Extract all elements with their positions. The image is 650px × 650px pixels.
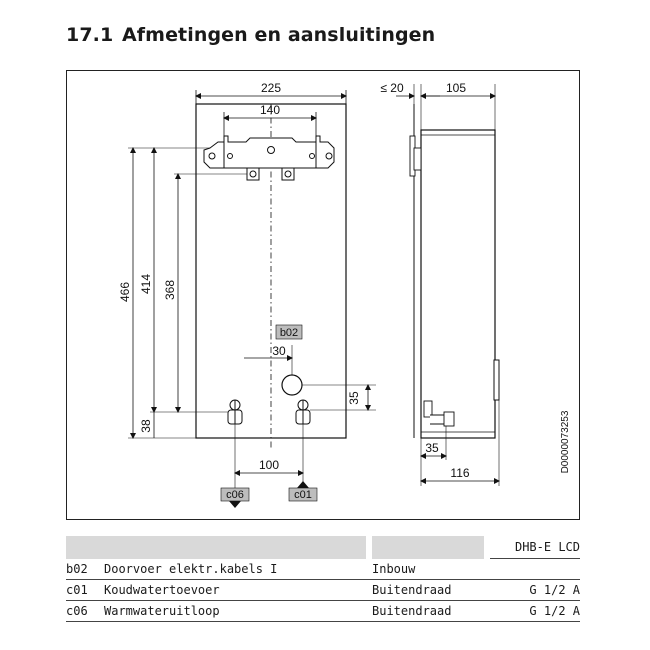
row-type: Inbouw	[372, 558, 484, 580]
dim-connection-spacing: 100	[234, 424, 304, 488]
side-display-knob	[493, 359, 500, 401]
dim-116-label: 116	[450, 466, 469, 480]
dim-466-label: 466	[118, 282, 132, 302]
row-value: G 1/2 A	[490, 579, 580, 601]
section-number: 17.1	[66, 24, 114, 46]
dim-bracket-width: 140	[223, 103, 317, 136]
dim-414-label: 414	[139, 274, 153, 294]
dim-wall-gap: ≤ 20	[380, 81, 440, 130]
drawing-id: D0000073253	[560, 410, 571, 473]
code-b02-label: b02	[280, 327, 298, 339]
table-row: b02 Doorvoer elektr.kabels I Inbouw	[66, 558, 580, 580]
row-value	[490, 558, 580, 580]
row-type: Buitendraad	[372, 600, 484, 622]
dim-side-depth: 105	[421, 81, 496, 130]
row-value: G 1/2 A	[490, 600, 580, 622]
dim-35-right-label: 35	[347, 391, 361, 405]
dim-width-total: 225	[195, 81, 347, 104]
cold-water-connection	[295, 399, 311, 425]
cable-entry-b02	[281, 374, 303, 396]
section-heading: 17.1 Afmetingen en aansluitingen	[66, 24, 435, 46]
code-c01-label: c01	[294, 489, 312, 501]
dim-38-label: 38	[139, 419, 153, 433]
header-blank-1	[66, 536, 366, 559]
dim-cable-offset-y: 35	[302, 384, 376, 411]
model-header: DHB-E LCD	[490, 536, 580, 559]
dim-height-bracket: 414	[139, 147, 157, 413]
drawing-frame	[66, 70, 580, 520]
row-code: c06	[66, 600, 104, 622]
mounting-bracket	[203, 135, 335, 181]
code-b02: b02	[275, 324, 303, 340]
dim-side-depth-bottom: 116	[420, 400, 500, 486]
side-view: ≤ 20 105 35 116 D0000073253	[380, 81, 571, 486]
dim-35-bottom-label: 35	[425, 441, 439, 455]
connections-table: DHB-E LCD b02 Doorvoer elektr.kabels I I…	[66, 536, 580, 622]
row-description: Warmwateruitloop	[104, 600, 366, 622]
code-c01: c01	[288, 481, 318, 502]
dim-height-total: 466	[118, 147, 210, 439]
row-type: Buitendraad	[372, 579, 484, 601]
side-pipe-connection	[423, 400, 455, 427]
header-blank-2	[372, 536, 484, 559]
table-row: c06 Warmwateruitloop Buitendraad G 1/2 A	[66, 600, 580, 622]
dim-bottom-offset: 38	[139, 411, 228, 438]
section-title: Afmetingen en aansluitingen	[122, 24, 436, 46]
row-description: Koudwatertoevoer	[104, 579, 366, 601]
row-description: Doorvoer elektr.kabels I	[104, 558, 366, 580]
code-c06: c06	[220, 487, 250, 508]
table-header-row: DHB-E LCD	[66, 536, 580, 559]
table-row: c01 Koudwatertoevoer Buitendraad G 1/2 A	[66, 579, 580, 601]
dim-30-label: 30	[272, 344, 286, 358]
dim-368-label: 368	[163, 280, 177, 300]
dim-100-label: 100	[259, 458, 279, 472]
row-code: b02	[66, 558, 104, 580]
dim-wall-gap-label: ≤ 20	[380, 81, 404, 95]
dim-140-label: 140	[260, 103, 280, 117]
dim-105-label: 105	[446, 81, 466, 95]
code-c06-label: c06	[226, 489, 244, 501]
side-bracket	[409, 135, 422, 177]
warm-water-connection	[227, 399, 243, 425]
appliance-side-housing	[420, 129, 496, 439]
row-code: c01	[66, 579, 104, 601]
dim-height-inner: 368	[163, 173, 247, 413]
dim-225-label: 225	[261, 81, 281, 95]
dim-cable-offset-x: 30	[244, 344, 293, 375]
front-view: 225 140 466 414 368	[118, 81, 376, 508]
